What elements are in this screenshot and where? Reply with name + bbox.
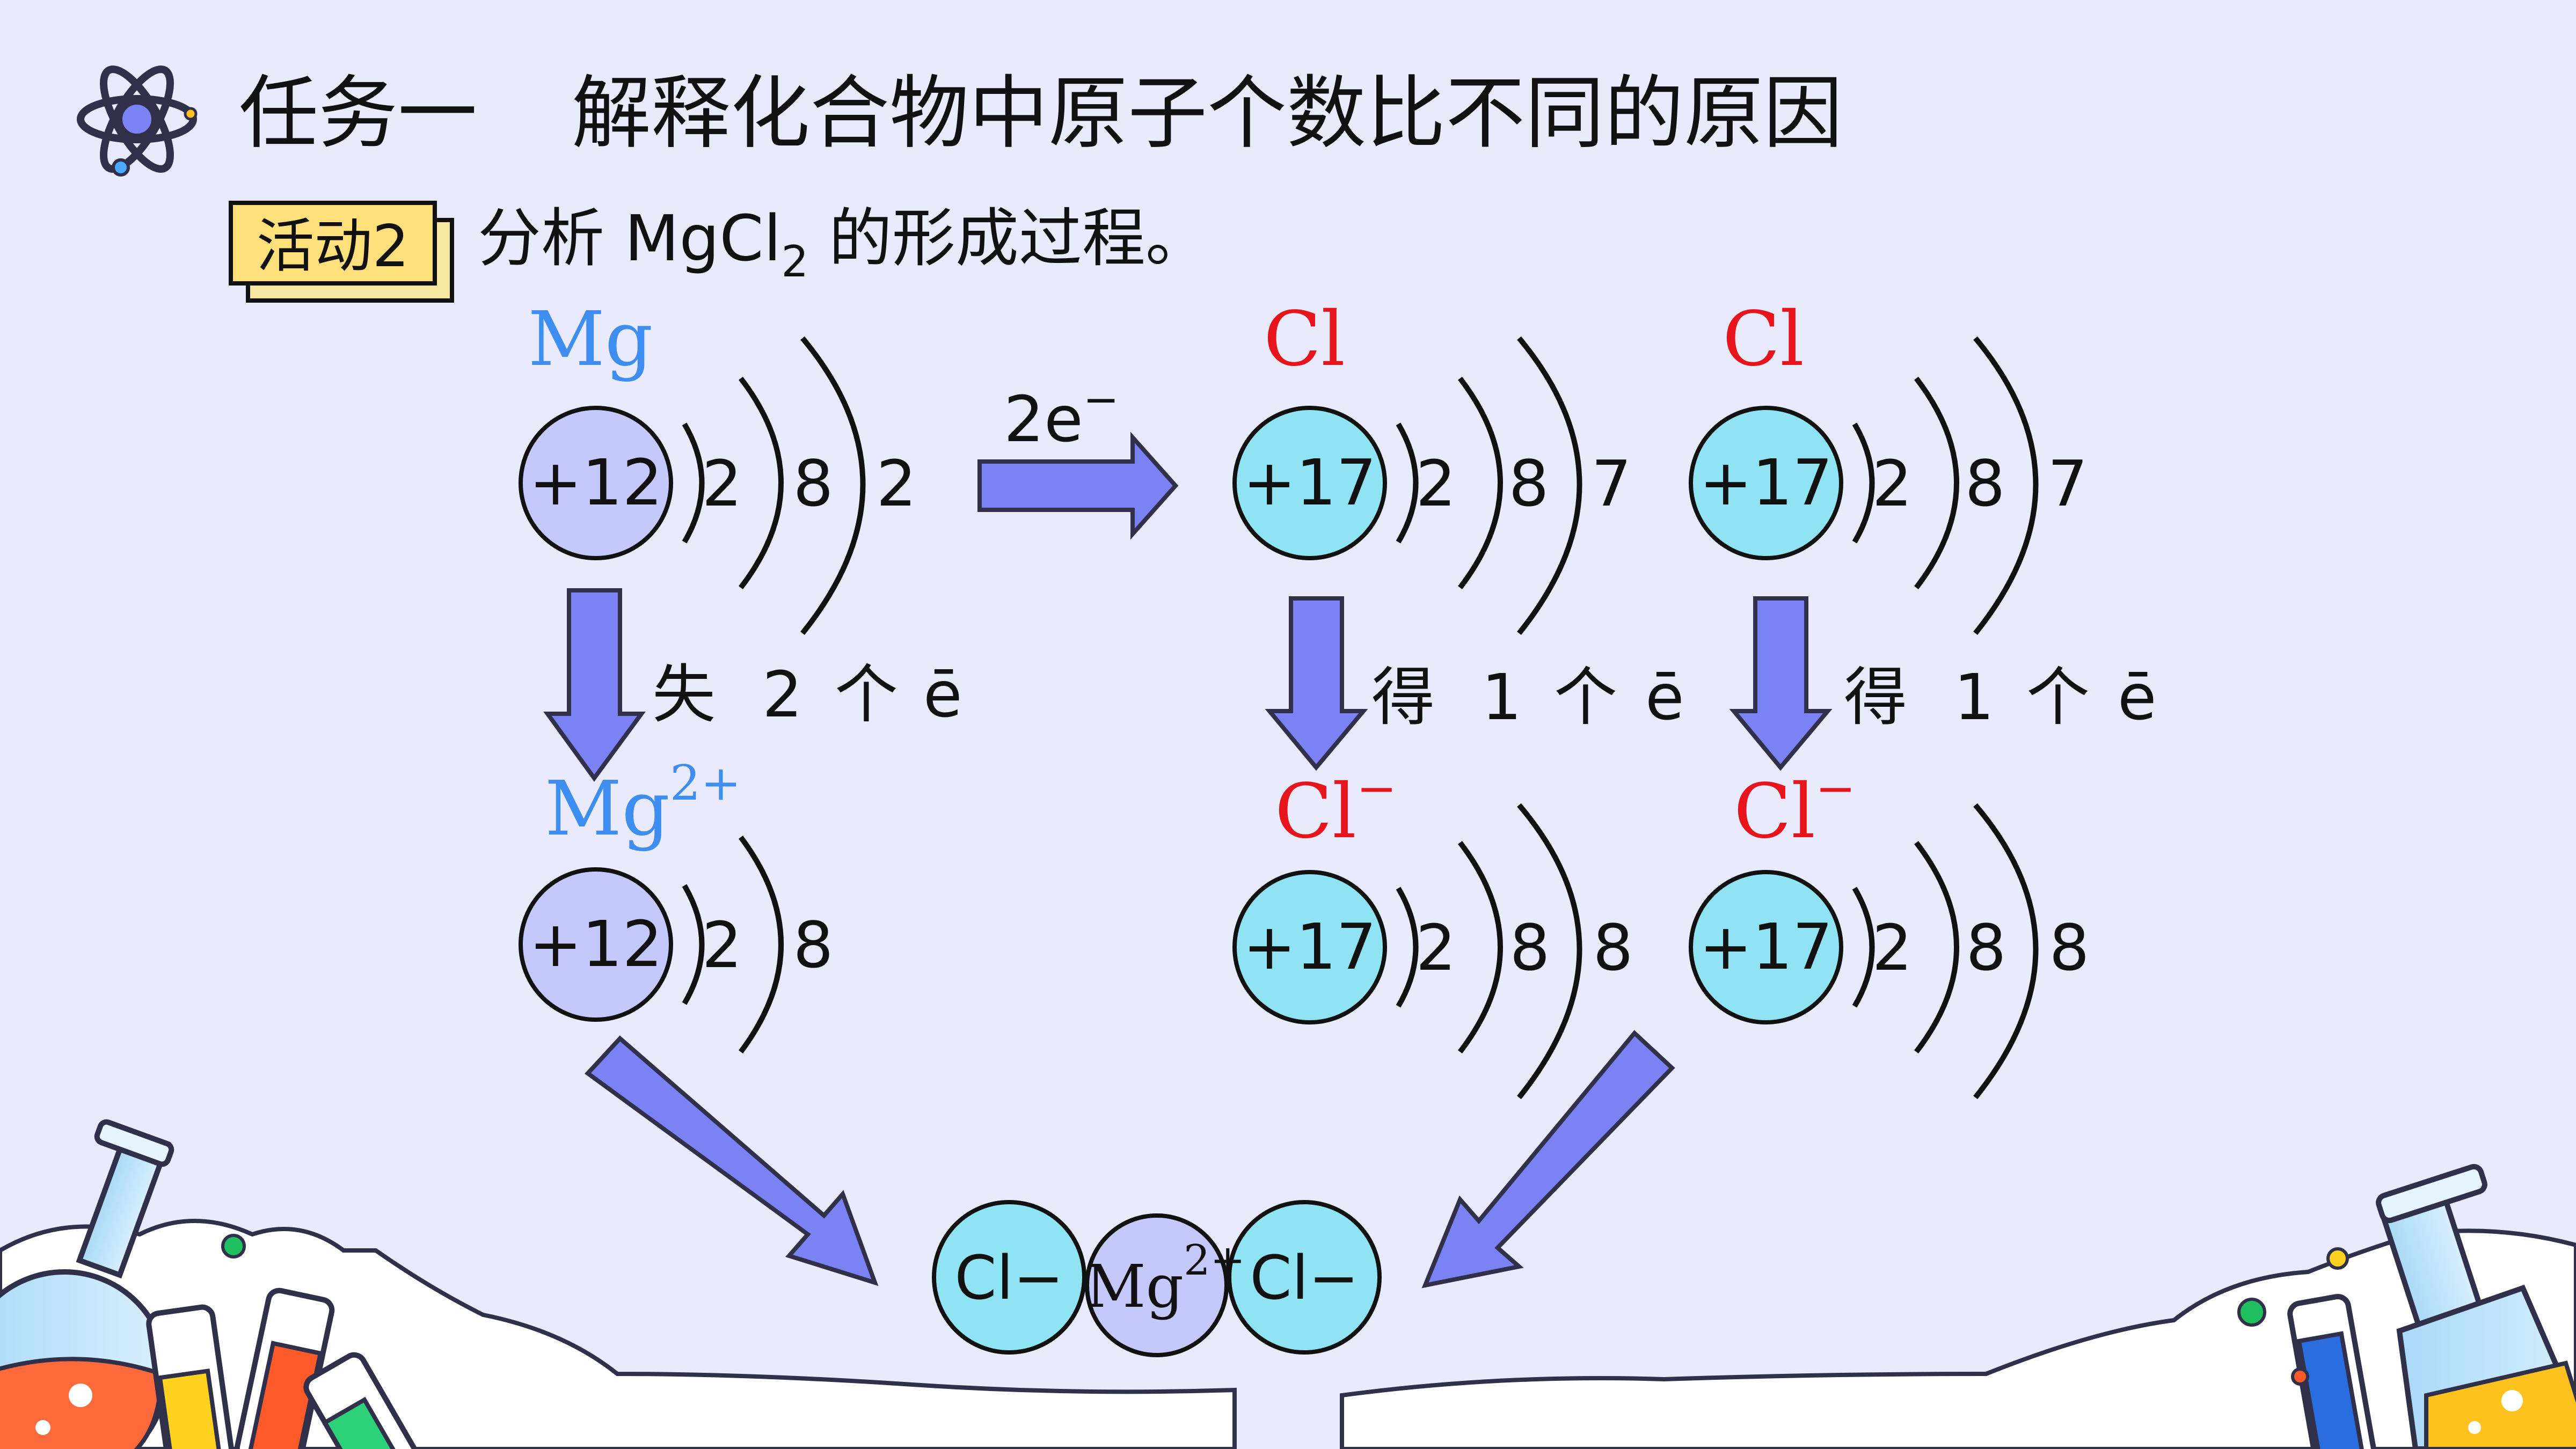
cl-ion-1-shell-count-2: 8 [1509, 911, 1550, 985]
cl-ion-1: Cl− +17 2 8 8 [1232, 760, 1633, 1100]
flask-icon [0, 1119, 174, 1449]
compound-cl-left [932, 1200, 1086, 1355]
compound-cl-right-label: Cl− [1250, 1243, 1359, 1313]
compound-cl-left-label: Cl− [954, 1243, 1063, 1313]
cl-ion-2-shell-count-3: 8 [2049, 911, 2089, 985]
mgcl2-compound: Cl− Cl− Mg2+ [932, 1200, 1382, 1357]
page-title: 解释化合物中原子个数比不同的原因 [572, 67, 1843, 159]
activity-description: 分析 MgCl2 的形成过程。 [478, 201, 1209, 287]
cl-atom-1-nucleus [1232, 406, 1387, 560]
cl-ion-2-nucleus [1689, 870, 1843, 1024]
mg-ion-shell-count-2: 8 [793, 908, 833, 982]
atom-icon [77, 65, 198, 177]
cl-atom-2-symbol: Cl [1723, 296, 1804, 383]
cl-atom-1-nucleus-charge: +17 [1243, 445, 1376, 519]
cl-to-compound-arrow-icon [1421, 1030, 1675, 1289]
cl-ion-2: Cl− +17 2 8 8 [1689, 760, 2090, 1100]
mg-shell-count-3: 2 [876, 447, 916, 521]
mg-shell-count-2: 8 [793, 447, 833, 521]
mg-to-compound-arrow-icon [585, 1035, 879, 1286]
test-tube-yellow-icon [146, 1304, 235, 1449]
electron-transfer: 2e− [977, 375, 1179, 540]
bubble-red-icon [2291, 1367, 2309, 1386]
test-tube-blue-icon [2287, 1294, 2377, 1449]
cl-atom-1-shell-count-3: 7 [1591, 447, 1631, 521]
mg-ion: Mg2+ +12 2 8 [519, 755, 834, 1053]
compound-mg-label: Mg2+ [1085, 1236, 1245, 1321]
cl-1-down-arrow-icon [1265, 596, 1368, 771]
mg-ion-nucleus-charge: +12 [529, 907, 662, 981]
mg-atom-symbol: Mg [528, 296, 653, 383]
electron-transfer-label: 2e− [1004, 375, 1119, 456]
cl-atom-1-shell-count-2: 8 [1508, 447, 1549, 521]
cl-ion-2-nucleus-charge: +17 [1699, 910, 1833, 984]
mg-ion-nucleus [519, 867, 673, 1022]
compound-cl-right [1227, 1200, 1382, 1355]
mg-shell-3 [800, 336, 866, 635]
bubble-icon [221, 1234, 246, 1258]
cl-ion-1-nucleus-charge: +17 [1243, 910, 1376, 984]
cl-ion-2-symbol: Cl− [1734, 760, 1856, 855]
mg-nucleus [519, 406, 673, 560]
cl-atom-1: Cl +17 2 8 7 [1232, 296, 1632, 635]
cl-atom-2-nucleus [1689, 406, 1843, 560]
cl-ion-1-symbol: Cl− [1275, 760, 1397, 855]
mg-atom: Mg +12 2 8 2 [519, 296, 917, 635]
transfer-arrow-icon [977, 431, 1179, 540]
bubble-green-icon [2237, 1298, 2266, 1327]
test-tube-green-icon [303, 1352, 427, 1449]
activity-badge-label: 活动2 [257, 213, 410, 280]
cl-atom-1-shell-count-1: 2 [1415, 447, 1456, 521]
lab-decoration-right [1340, 1163, 2576, 1449]
cl-ion-2-shell-count-1: 2 [1872, 911, 1912, 985]
cl-ion-1-nucleus [1232, 870, 1387, 1024]
cl-atom-1-symbol: Cl [1264, 296, 1345, 383]
mg-shell-2 [739, 376, 784, 590]
mg-ion-shell-count-1: 2 [702, 908, 742, 982]
test-tube-orange-icon [234, 1287, 335, 1449]
lab-decoration-left [0, 1119, 1237, 1449]
mg-nucleus-charge: +12 [529, 445, 662, 519]
task-label: 任务一 [239, 67, 477, 159]
cl-ion-1-shell-count-1: 2 [1415, 911, 1456, 985]
cl-atom-2: Cl +17 2 8 7 [1689, 296, 2088, 635]
cl-ion-1-shell-count-3: 8 [1593, 911, 1633, 985]
cl-atom-2-shell-count-2: 8 [1965, 447, 2005, 521]
compound-mg-center [1085, 1213, 1229, 1357]
flask-right-icon [2376, 1163, 2576, 1449]
mg-down-arrow-icon [543, 588, 646, 782]
activity-badge: 活动2 [229, 201, 454, 303]
mg-ion-symbol: Mg2+ [545, 755, 741, 853]
bubble-yellow-icon [2326, 1247, 2349, 1270]
cl-2-down-arrow-icon [1729, 596, 1833, 771]
mg-shell-1 [682, 422, 705, 544]
cl-atom-2-shell-count-1: 2 [1872, 447, 1912, 521]
cl-atom-2-shell-count-3: 7 [2047, 447, 2088, 521]
cl-ion-2-shell-count-2: 8 [1966, 911, 2006, 985]
mg-shell-count-1: 2 [702, 447, 742, 521]
cl-atom-2-nucleus-charge: +17 [1699, 445, 1833, 519]
